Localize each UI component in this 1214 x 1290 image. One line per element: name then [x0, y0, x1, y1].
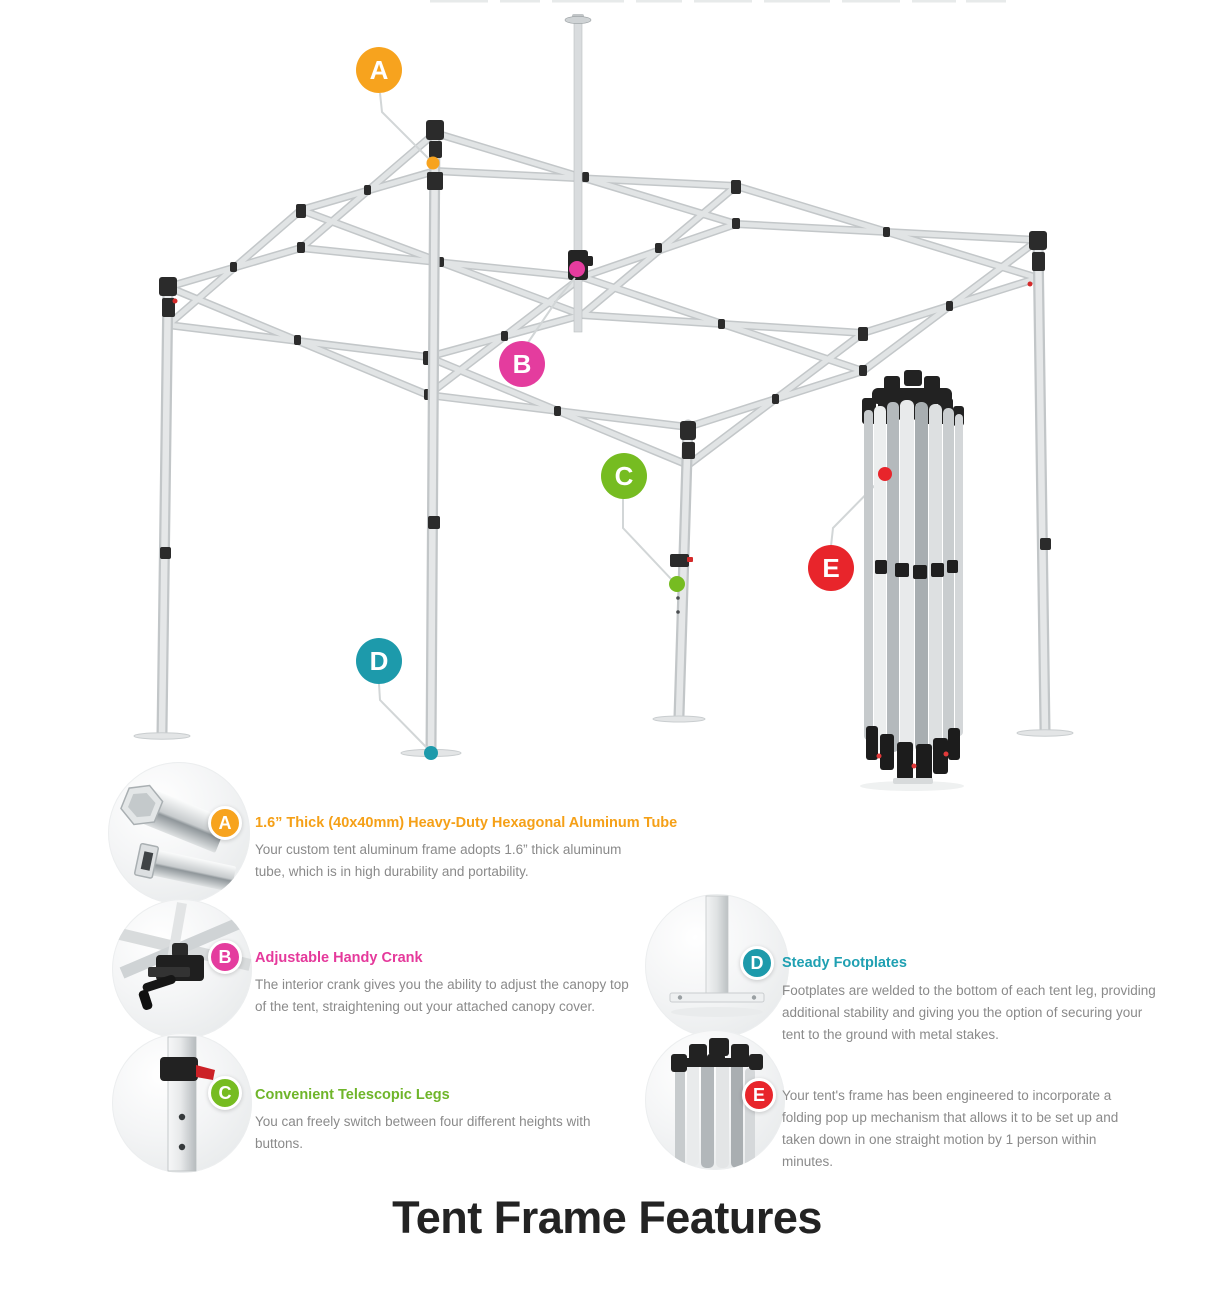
feature-b: B Adjustable Handy Crank The interior cr… [112, 899, 629, 1039]
tent-frame-diagram: A B C D E [133, 0, 1074, 791]
feature-e-badge-letter: E [752, 1084, 765, 1105]
feature-d-description: Footplates are welded to the bottom of e… [782, 983, 1156, 1042]
callout-e-badge: E [808, 545, 854, 591]
feature-c-heading: Convenient Telescopic Legs [255, 1087, 450, 1103]
page-title: Tent Frame Features [392, 1192, 822, 1243]
footplate-photo [645, 894, 789, 1038]
svg-text:B: B [513, 349, 532, 379]
feature-a-description: Your custom tent aluminum frame adopts 1… [255, 842, 622, 879]
feature-c-badge-letter: C [218, 1082, 232, 1103]
feature-d: D Steady Footplates Footplates are welde… [645, 894, 1156, 1042]
svg-text:E: E [822, 553, 839, 583]
folded-frame-photo [645, 1030, 785, 1170]
feature-c-description: You can freely switch between four diffe… [255, 1114, 591, 1151]
feature-b-badge: B [208, 940, 242, 974]
callout-b-dot [569, 261, 585, 277]
feature-b-description: The interior crank gives you the ability… [255, 977, 629, 1014]
callout-e-dot [878, 467, 892, 481]
footplates [133, 715, 1074, 758]
bundle-red-accents [876, 751, 949, 769]
feature-a: A 1.6” Thick (40x40mm) Heavy-Duty Hexago… [108, 762, 677, 904]
callout-a-dot [426, 156, 440, 170]
feature-e: E Your tent's frame has been engineered … [645, 1030, 1118, 1170]
feature-a-heading: 1.6” Thick (40x40mm) Heavy-Duty Hexagona… [255, 815, 678, 831]
callout-badges: A B C D E [356, 47, 854, 684]
feature-d-badge: D [740, 946, 774, 980]
folded-frame-bundle [860, 370, 964, 791]
svg-text:C: C [615, 461, 634, 491]
callout-leader-lines [378, 92, 673, 752]
connector-red-accents [172, 281, 1033, 562]
bundle-feet [866, 726, 960, 782]
callout-d-dot [424, 746, 438, 760]
feature-d-heading: Steady Footplates [782, 955, 907, 971]
callout-dots [424, 156, 892, 760]
callout-c-badge: C [601, 453, 647, 499]
cropped-text-artifact [430, 0, 1006, 3]
feature-e-badge: E [742, 1078, 776, 1112]
svg-text:A: A [370, 55, 389, 85]
callout-c-dot [669, 576, 685, 592]
feature-b-heading: Adjustable Handy Crank [255, 950, 423, 966]
svg-text:D: D [370, 646, 389, 676]
feature-d-badge-letter: D [750, 952, 764, 973]
callout-b-badge: B [499, 341, 545, 387]
feature-c: C Convenient Telescopic Legs You can fre… [112, 1033, 590, 1173]
callout-a-badge: A [356, 47, 402, 93]
bundle-mid-clips [875, 560, 958, 579]
feature-e-description: Your tent's frame has been engineered to… [782, 1088, 1119, 1169]
tent-legs [156, 122, 1051, 756]
leg-connectors [159, 120, 1051, 614]
feature-a-badge-letter: A [218, 812, 232, 833]
feature-b-badge-letter: B [218, 946, 232, 967]
feature-a-badge: A [208, 806, 242, 840]
feature-c-badge: C [208, 1076, 242, 1110]
callout-d-badge: D [356, 638, 402, 684]
bundle-tubes [864, 400, 963, 754]
